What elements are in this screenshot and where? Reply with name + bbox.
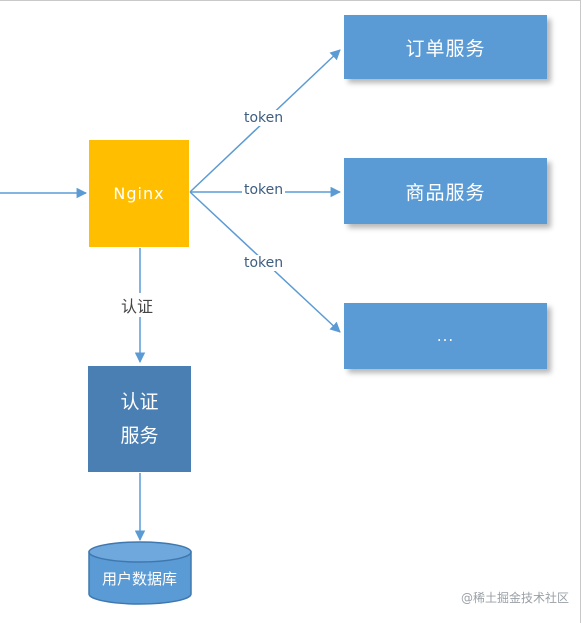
other-service-node: ... xyxy=(344,303,547,369)
other-service-label: ... xyxy=(436,327,455,345)
product-service-label: 商品服务 xyxy=(405,181,486,204)
user-db-cylinder xyxy=(88,541,192,605)
user-db-label: 用户数据库 xyxy=(101,570,177,588)
order-service-node: 订单服务 xyxy=(344,15,547,79)
order-service-label: 订单服务 xyxy=(405,37,486,60)
watermark: @稀土掘金技术社区 xyxy=(460,591,569,605)
nginx-label: Nginx xyxy=(113,184,165,203)
edge-label-token-other: token xyxy=(242,255,286,271)
edge-label-token-order: token xyxy=(242,110,286,126)
nginx-node: Nginx xyxy=(89,140,189,247)
frame-top-border xyxy=(0,0,581,1)
edge-label-token-product: token xyxy=(242,182,286,198)
product-service-node: 商品服务 xyxy=(344,158,547,224)
auth-service-label-line2: 服务 xyxy=(120,425,159,447)
auth-service-label-line1: 认证 xyxy=(120,391,159,413)
auth-service-node: 认证 服务 xyxy=(88,366,191,472)
edge-label-auth: 认证 xyxy=(119,293,156,317)
